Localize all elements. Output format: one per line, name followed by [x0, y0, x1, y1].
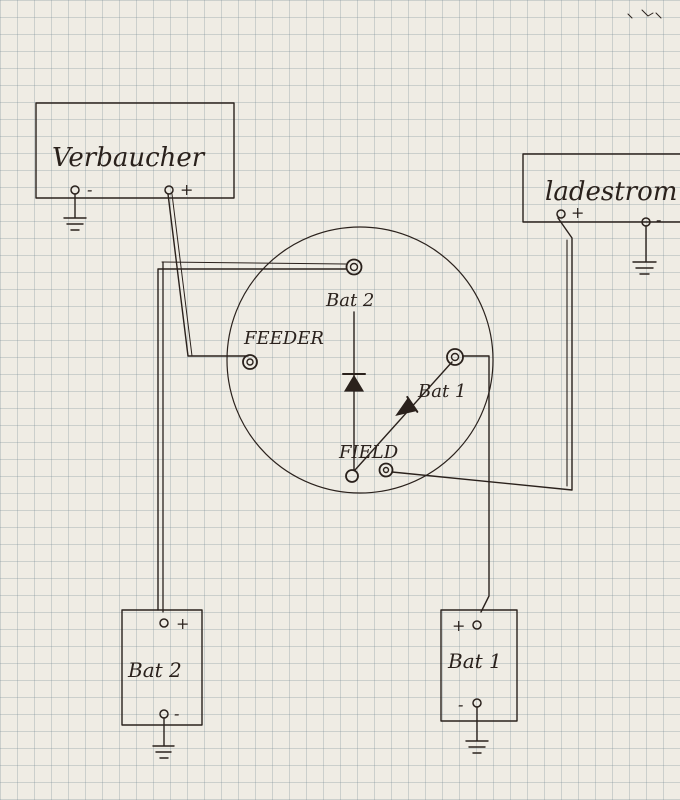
diode-bat1-icon [395, 395, 419, 416]
consumer-neg-terminal [70, 185, 80, 195]
battery-1: + Bat 1 - [440, 609, 518, 754]
charger-box: ladestrom + - [522, 153, 680, 275]
switch-body [226, 226, 494, 494]
consumer-box: Verbaucher - + [35, 102, 235, 231]
terminal-feeder-label: FEEDER [243, 328, 324, 349]
wire-field-charger [391, 217, 573, 491]
battery2-ground-icon [152, 717, 175, 759]
battery-2: + Bat 2 - [121, 609, 203, 759]
diode-bat2-icon [342, 373, 366, 392]
terminal-bat1-label: Bat 1 [417, 381, 466, 402]
charger-box-label: ladestrom [545, 177, 677, 207]
terminal-field-label: FIELD [338, 442, 399, 463]
terminal-bat2-label: Bat 2 [325, 290, 374, 311]
consumer-pos-terminal [164, 185, 174, 195]
battery1-neg-terminal [472, 698, 482, 708]
wire-bat1 [462, 355, 490, 613]
battery1-neg-label: - [458, 695, 463, 714]
switch-terminal-bat1 [446, 348, 464, 366]
wire-bat2 [157, 268, 347, 611]
consumer-ground-icon [63, 193, 87, 231]
battery2-neg-terminal [159, 709, 169, 719]
battery1-label: Bat 1 [447, 649, 502, 673]
charger-pos-terminal [556, 209, 566, 219]
wire-consumer-feeder [167, 193, 249, 357]
bat1-field-link [354, 361, 453, 471]
consumer-pos-label: + [180, 180, 193, 199]
charger-pos-label: + [571, 203, 584, 222]
battery2-pos-terminal [159, 618, 169, 628]
charger-ground-icon [632, 225, 657, 275]
scribble-marks [627, 9, 662, 19]
battery1-ground-icon [465, 706, 489, 754]
battery2-neg-label: - [174, 704, 179, 723]
switch-terminal-field [345, 462, 394, 483]
switch-terminal-feeder [242, 354, 258, 370]
battery1-pos-label: + [452, 616, 465, 635]
battery2-pos-label: + [176, 614, 189, 633]
charger-neg-label: - [656, 210, 661, 229]
battery1-pos-terminal [472, 620, 482, 630]
consumer-neg-label: - [87, 180, 92, 199]
battery2-label: Bat 2 [127, 658, 182, 682]
switch-terminal-bat2 [345, 258, 363, 276]
consumer-box-label: Verbaucher [52, 143, 206, 173]
